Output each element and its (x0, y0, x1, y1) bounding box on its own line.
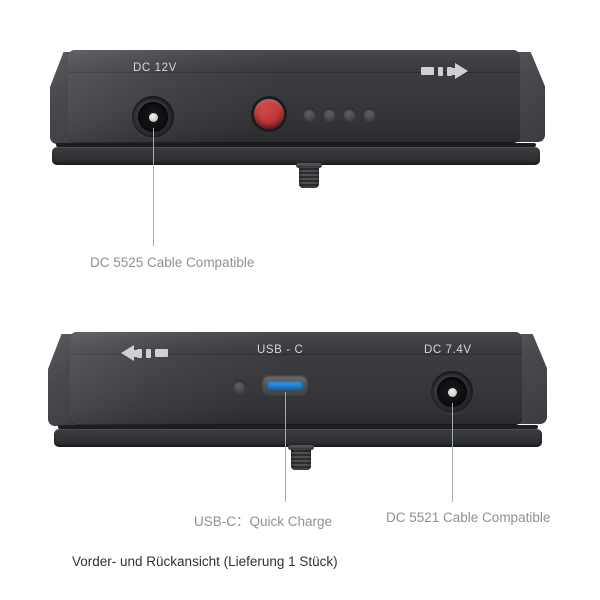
callout-leader-dc-5525 (153, 128, 154, 246)
led-indicator-icon (303, 108, 316, 121)
footer-note: Vorder- und Rückansicht (Lieferung 1 Stü… (72, 554, 338, 569)
arrow-left-icon (121, 345, 137, 361)
battery-charge-arrow-left-icon (121, 345, 168, 361)
callout-usb-c-quick-charge: USB-C：Quick Charge (194, 514, 333, 529)
led-indicator-icon (323, 108, 336, 121)
charge-bar-thin (438, 66, 443, 76)
tripod-screw-thread-icon (299, 166, 319, 188)
callout-leader-usb-c (285, 392, 286, 502)
charge-bar-thin (447, 66, 452, 76)
led-indicator-icon (363, 108, 376, 121)
battery-discharge-arrow-right-icon (421, 63, 468, 79)
rear-body-top-lip (70, 332, 522, 355)
power-button-icon[interactable] (254, 99, 284, 129)
front-base-plate (52, 147, 540, 165)
charge-bar-wide (421, 67, 434, 75)
led-indicator-icon (343, 108, 356, 121)
dc-jack-ring (437, 377, 467, 407)
front-body-seam (56, 143, 536, 147)
charge-bar-wide (155, 349, 168, 357)
arrow-head (121, 345, 134, 361)
arrow-stem (130, 349, 137, 357)
callout-dc-5525: DC 5525 Cable Compatible (90, 255, 255, 270)
rear-usb-label: USB - C (257, 344, 304, 356)
usb-c-port-insert (267, 381, 303, 390)
usb-c-port-icon[interactable] (262, 375, 308, 396)
tripod-screw-base (288, 445, 314, 450)
charge-bar-thin (137, 348, 142, 358)
dc-jack-ring (138, 102, 168, 132)
callout-dc-5521: DC 5521 Cable Compatible (386, 510, 551, 525)
tripod-screw-base (296, 163, 322, 168)
rear-base-plate (54, 429, 542, 447)
tripod-screw-thread-icon (291, 448, 311, 470)
led-indicator-icon (233, 380, 246, 393)
front-body-top-lip (68, 50, 520, 73)
front-dc-label: DC 12V (133, 62, 177, 74)
arrow-right-icon (452, 63, 468, 79)
dc-jack-center-pin (447, 387, 457, 397)
charge-bar-thin (146, 348, 151, 358)
callout-leader-dc-5521 (452, 403, 453, 502)
dc-jack-center-pin (148, 112, 158, 122)
rear-dc-label: DC 7.4V (424, 344, 472, 356)
arrow-head (455, 63, 468, 79)
rear-body-seam (58, 425, 538, 429)
